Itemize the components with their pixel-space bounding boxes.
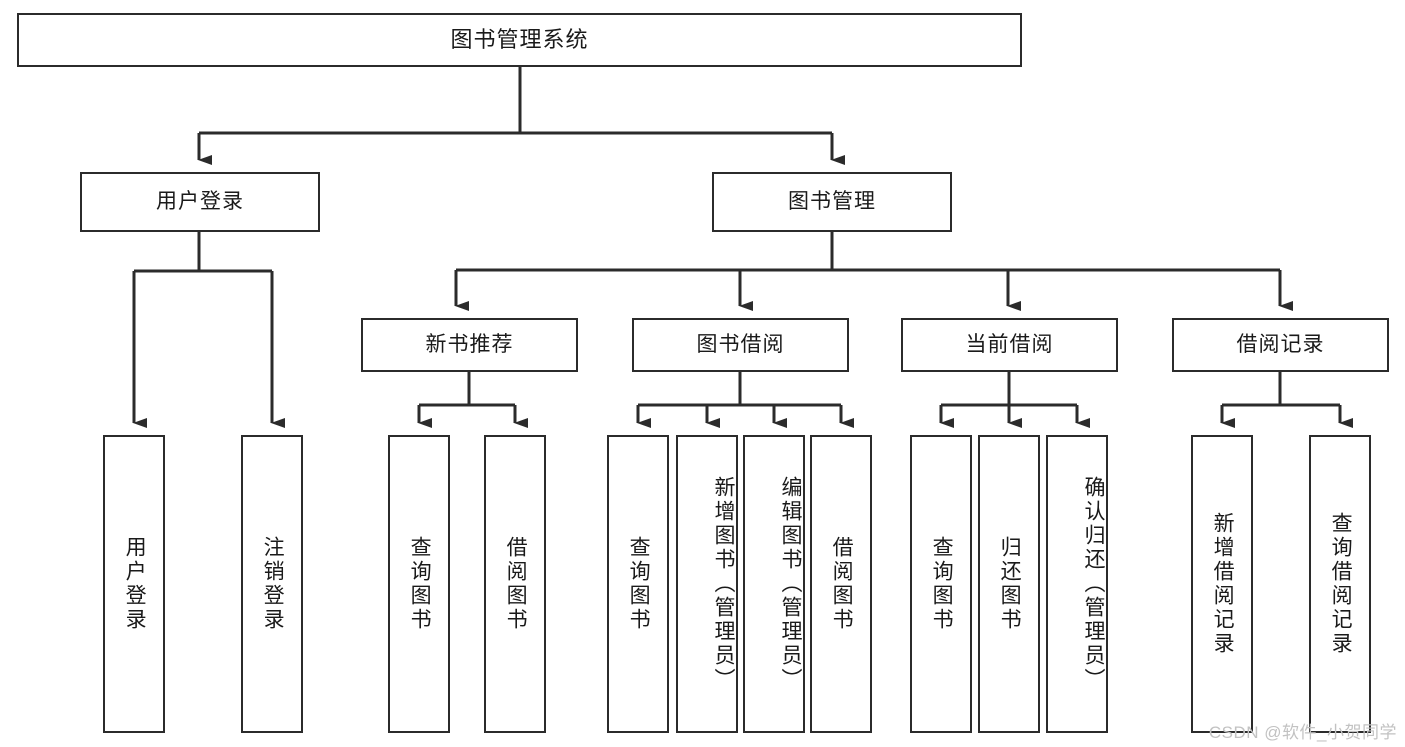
leaf-label: 注销登录 xyxy=(261,536,285,632)
leaf-add-borrow-record[interactable]: 新增借阅记录 xyxy=(1191,435,1253,733)
leaf-borrow-book-recommend[interactable]: 借阅图书 xyxy=(484,435,546,733)
leaf-query-book-current[interactable]: 查询图书 xyxy=(910,435,972,733)
leaf-user-login[interactable]: 用户登录 xyxy=(103,435,165,733)
leaf-logout[interactable]: 注销登录 xyxy=(241,435,303,733)
node-borrow-record[interactable]: 借阅记录 xyxy=(1172,318,1389,372)
watermark: CSDN @软件_小贺同学 xyxy=(1208,723,1397,742)
leaf-query-borrow-record[interactable]: 查询借阅记录 xyxy=(1309,435,1371,733)
node-user-login[interactable]: 用户登录 xyxy=(80,172,320,232)
leaf-query-book-borrow[interactable]: 查询图书 xyxy=(607,435,669,733)
leaf-edit-book-admin[interactable]: 编辑图书（管理员） xyxy=(743,435,805,733)
leaf-label: 借阅图书 xyxy=(830,536,854,632)
leaf-return-book[interactable]: 归还图书 xyxy=(978,435,1040,733)
leaf-label: 查询借阅记录 xyxy=(1329,512,1353,656)
leaf-borrow-book[interactable]: 借阅图书 xyxy=(810,435,872,733)
leaf-query-book-recommend[interactable]: 查询图书 xyxy=(388,435,450,733)
leaf-label: 用户登录 xyxy=(123,536,147,632)
leaf-label: 确认归还（管理员） xyxy=(1082,476,1105,692)
leaf-add-book-admin[interactable]: 新增图书（管理员） xyxy=(676,435,738,733)
node-book-management[interactable]: 图书管理 xyxy=(712,172,952,232)
node-book-borrow[interactable]: 图书借阅 xyxy=(632,318,849,372)
leaf-label: 查询图书 xyxy=(408,536,432,632)
leaf-confirm-return-admin[interactable]: 确认归还（管理员） xyxy=(1046,435,1108,733)
leaf-label: 编辑图书（管理员） xyxy=(779,476,802,692)
leaf-label: 借阅图书 xyxy=(504,536,528,632)
leaf-label: 查询图书 xyxy=(627,536,651,632)
node-current-borrow[interactable]: 当前借阅 xyxy=(901,318,1118,372)
leaf-label: 新增图书（管理员） xyxy=(712,476,735,692)
leaf-label: 新增借阅记录 xyxy=(1211,512,1235,656)
node-new-book-recommend[interactable]: 新书推荐 xyxy=(361,318,578,372)
leaf-label: 归还图书 xyxy=(998,536,1022,632)
node-root-book-management-system[interactable]: 图书管理系统 xyxy=(17,13,1022,67)
leaf-label: 查询图书 xyxy=(930,536,954,632)
